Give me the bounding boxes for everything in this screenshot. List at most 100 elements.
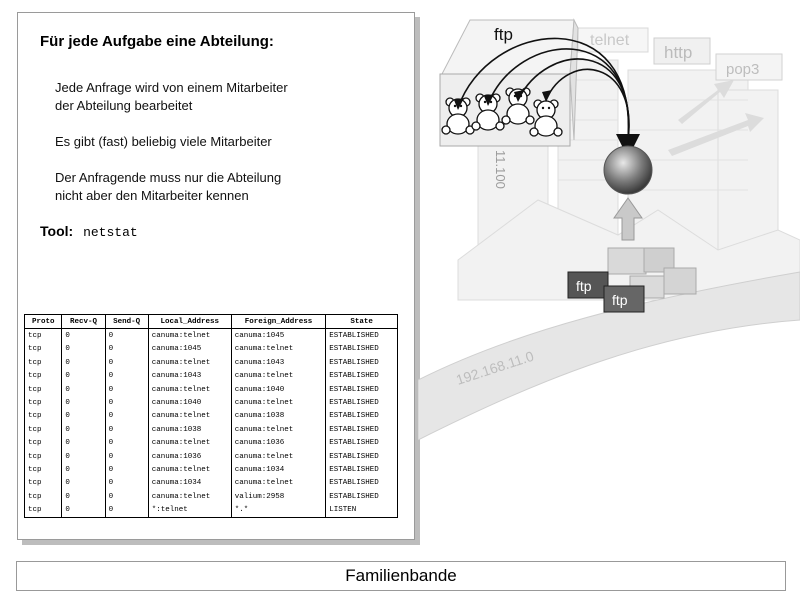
table-cell: 0	[104, 396, 149, 410]
bullet-point-2: Es gibt (fast) beliebig viele Mitarbeite…	[55, 134, 272, 149]
table-cell: 0	[61, 369, 106, 383]
bullet-point-3: Der Anfragende muss nur die Abteilung ni…	[55, 170, 282, 203]
table-cell: canuma:telnet	[230, 476, 327, 491]
bullet-point-1: Jede Anfrage wird von einem Mitarbeiter …	[55, 80, 288, 113]
table-cell: canuma:telnet	[230, 369, 327, 383]
table-cell: 0	[104, 490, 149, 504]
service-box-http: http	[653, 37, 711, 65]
table-cell: 0	[61, 342, 106, 357]
table-cell: tcp	[23, 396, 63, 410]
netstat-header-local-address: Local_Address	[147, 313, 232, 330]
table-cell: canuma:telnet	[230, 449, 327, 464]
teddy-bear-icon	[529, 99, 563, 137]
table-cell: ESTABLISHED	[325, 356, 398, 370]
table-cell: ESTABLISHED	[325, 382, 398, 397]
table-cell: tcp	[23, 436, 63, 450]
table-cell: canuma:1040	[230, 382, 327, 397]
ftp-client-2: ftp	[603, 285, 645, 313]
table-cell: ESTABLISHED	[325, 396, 398, 410]
service-box-telnet: telnet	[577, 27, 649, 53]
table-cell: 0	[61, 423, 106, 437]
table-cell: tcp	[23, 342, 63, 357]
table-cell: canuma:telnet	[147, 409, 232, 424]
ftp-client-1: ftp	[567, 271, 609, 299]
table-cell: tcp	[23, 463, 63, 477]
table-cell: ESTABLISHED	[325, 463, 398, 477]
table-cell: canuma:telnet	[147, 463, 232, 477]
table-cell: tcp	[23, 449, 63, 464]
table-cell: canuma:1045	[147, 342, 232, 357]
table-cell: ESTABLISHED	[325, 490, 398, 504]
slide-footer-title: Familienbande	[16, 561, 786, 591]
request-arrows	[457, 37, 630, 141]
netstat-header-send-q: Send-Q	[104, 313, 149, 330]
table-cell: ESTABLISHED	[325, 436, 398, 450]
svg-text:telnet: telnet	[590, 32, 630, 49]
tool-line: Tool: netstat	[40, 223, 138, 240]
employee-bears	[441, 87, 563, 137]
table-cell: 0	[104, 409, 149, 424]
svg-text:http: http	[664, 43, 692, 62]
svg-text:pop3: pop3	[726, 61, 759, 78]
port-number-label: 11.100	[493, 150, 508, 189]
ftp-box-label: ftp	[494, 25, 513, 44]
teddy-bear-icon	[441, 97, 475, 135]
upward-arrow	[613, 197, 643, 241]
table-cell: 0	[104, 436, 149, 450]
netstat-header-foreign-address: Foreign_Address	[230, 313, 327, 330]
table-cell: ESTABLISHED	[325, 369, 398, 383]
table-cell: ESTABLISHED	[325, 449, 398, 464]
table-cell: 0	[104, 463, 149, 477]
table-cell: canuma:1043	[147, 369, 232, 383]
table-cell: tcp	[23, 503, 63, 518]
table-cell: LISTEN	[325, 503, 398, 518]
client-cluster	[607, 247, 697, 299]
table-cell: 0	[104, 476, 149, 491]
table-cell: tcp	[23, 476, 63, 491]
table-cell: valium:2958	[230, 490, 327, 504]
table-cell: canuma:telnet	[147, 356, 232, 370]
table-cell: 0	[61, 382, 106, 397]
table-cell: canuma:1036	[230, 436, 327, 450]
tool-command: netstat	[83, 225, 138, 240]
table-cell: 0	[104, 342, 149, 357]
table-cell: canuma:1045	[230, 328, 327, 343]
table-cell: 0	[61, 463, 106, 477]
table-cell: 0	[61, 356, 106, 370]
netstat-header-state: State	[325, 313, 398, 330]
table-cell: canuma:1038	[230, 409, 327, 424]
netstat-header-recv-q: Recv-Q	[61, 313, 106, 330]
table-cell: *.*	[230, 503, 327, 518]
table-cell: canuma:telnet	[230, 423, 327, 437]
server-sphere	[603, 145, 653, 195]
slide-content-card: Für jede Aufgabe eine Abteilung: Jede An…	[17, 12, 415, 540]
table-cell: tcp	[23, 423, 63, 437]
table-cell: tcp	[23, 356, 63, 370]
table-cell: 0	[61, 409, 106, 424]
table-cell: canuma:telnet	[147, 436, 232, 450]
table-cell: 0	[61, 490, 106, 504]
table-cell: canuma:1040	[147, 396, 232, 410]
table-cell: ESTABLISHED	[325, 328, 398, 343]
table-cell: ESTABLISHED	[325, 423, 398, 437]
table-cell: tcp	[23, 382, 63, 397]
table-cell: tcp	[23, 328, 63, 343]
table-cell: canuma:1034	[230, 463, 327, 477]
table-cell: 0	[104, 356, 149, 370]
